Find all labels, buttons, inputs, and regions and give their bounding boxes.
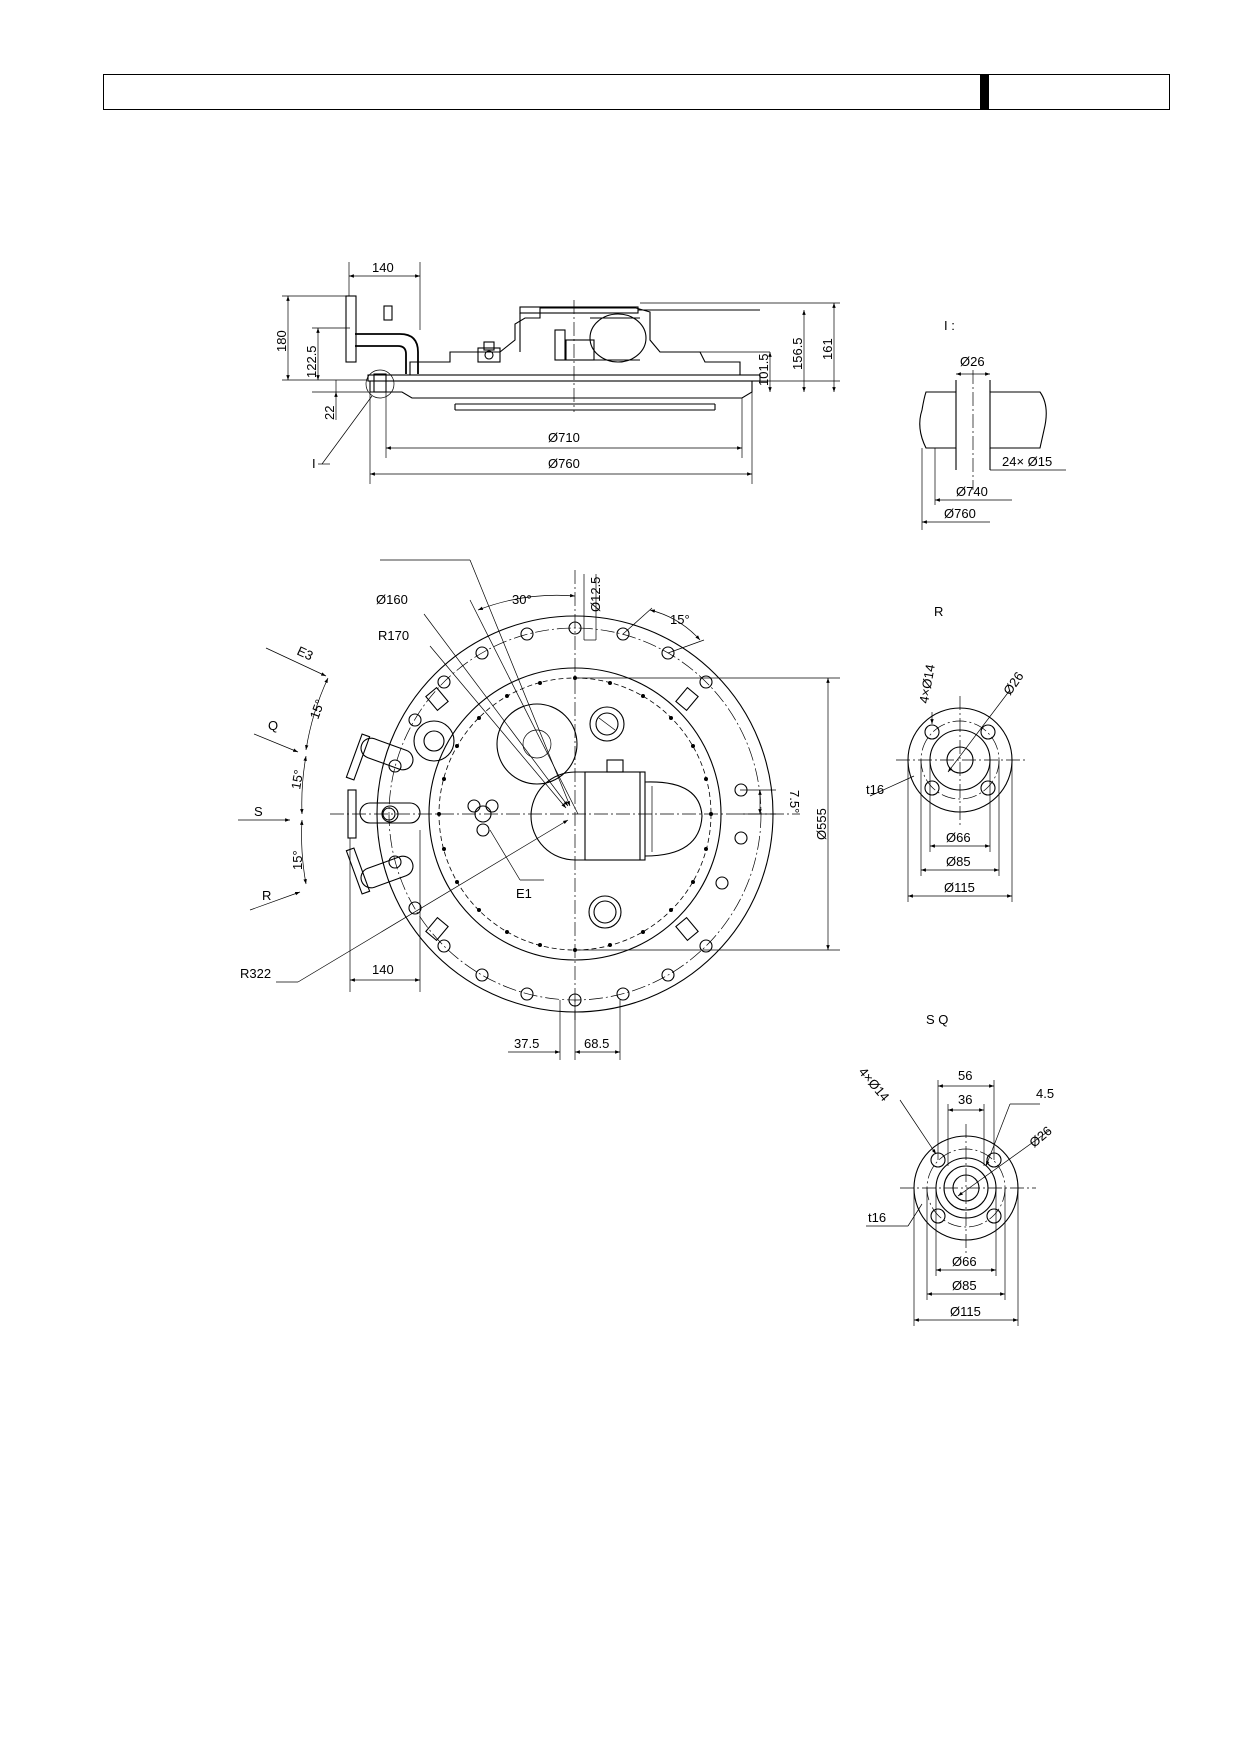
flange-r-dia-115: Ø115 <box>944 880 975 895</box>
flange-sq-dia-66: Ø66 <box>952 1254 977 1269</box>
detail-i-dia-26: Ø26 <box>960 354 985 369</box>
flange-sq-holes: 4×Ø14 <box>856 1064 893 1104</box>
dim-37-5: 37.5 <box>514 1036 539 1051</box>
arrow-q: Q <box>268 718 278 733</box>
dim-161: 161 <box>820 338 835 360</box>
arrow-e3: E3 <box>295 643 316 663</box>
dim-dia-12-5: Ø12.5 <box>588 577 603 612</box>
dim-angle-7-5: 7.5° <box>787 790 802 813</box>
dim-68-5: 68.5 <box>584 1036 609 1051</box>
detail-i: I : Ø26 24× Ø15 Ø740 Ø760 <box>919 318 1066 530</box>
detail-i-holes-15: 24× Ø15 <box>1002 454 1052 469</box>
dim-101-5: 101.5 <box>756 353 771 386</box>
detail-i-dia-760: Ø760 <box>944 506 976 521</box>
dim-dia-555: Ø555 <box>814 808 829 840</box>
flange-r-holes: 4×Ø14 <box>916 663 938 704</box>
title-block <box>103 74 1170 110</box>
dim-r322: R322 <box>240 966 271 981</box>
flange-sq-dia-26: Ø26 <box>1026 1123 1054 1150</box>
flange-r: R 4×Ø14 Ø26 t16 Ø66 Ø85 Ø115 <box>866 604 1027 902</box>
dim-22: 22 <box>322 406 337 420</box>
dim-angle-15-b: 15° <box>288 769 306 791</box>
flange-r-dia-85: Ø85 <box>946 854 971 869</box>
flange-r-title: R <box>934 604 943 619</box>
arrow-r: R <box>262 888 271 903</box>
dim-140-side: 140 <box>372 260 394 275</box>
dim-angle-15-c: 15° <box>290 850 305 870</box>
flange-sq-t16: t16 <box>868 1210 886 1225</box>
dim-angle-15-a: 15° <box>307 697 328 721</box>
dim-e1: E1 <box>516 886 532 901</box>
detail-i-callout: I <box>312 456 316 471</box>
flange-r-dia-66: Ø66 <box>946 830 971 845</box>
dim-180: 180 <box>274 330 289 352</box>
flange-sq-dia-85: Ø85 <box>952 1278 977 1293</box>
dim-760: Ø760 <box>548 456 580 471</box>
flange-r-t16: t16 <box>866 782 884 797</box>
detail-i-title: I : <box>944 318 955 333</box>
side-view: I 140 180 122.5 22 101.5 156.5 161 Ø710 <box>274 260 840 484</box>
dim-156-5: 156.5 <box>790 337 805 370</box>
plan-view: E1 Ø160 R170 R322 30° Ø12.5 15° 7.5° <box>238 559 840 1060</box>
flange-sq-dia-115: Ø115 <box>950 1304 981 1319</box>
flange-sq-title: S Q <box>926 1012 948 1027</box>
dim-140-plan: 140 <box>372 962 394 977</box>
dim-710: Ø710 <box>548 430 580 445</box>
flange-sq-dim-4-5: 4.5 <box>1036 1086 1054 1101</box>
flange-sq-dim-36: 36 <box>958 1092 972 1107</box>
dim-angle-30: 30° <box>512 592 532 607</box>
detail-i-dia-740: Ø740 <box>956 484 988 499</box>
flange-r-dia-26: Ø26 <box>1000 669 1026 698</box>
dim-122-5: 122.5 <box>304 345 319 378</box>
flange-sq: S Q 56 36 4.5 Ø26 4×Ø14 t16 <box>856 1012 1055 1326</box>
flange-sq-dim-56: 56 <box>958 1068 972 1083</box>
dim-dia-160: Ø160 <box>376 592 408 607</box>
dim-angle-15-top: 15° <box>670 612 690 627</box>
dim-r170: R170 <box>378 628 409 643</box>
title-block-divider <box>980 75 989 109</box>
arrow-s: S <box>254 804 263 819</box>
